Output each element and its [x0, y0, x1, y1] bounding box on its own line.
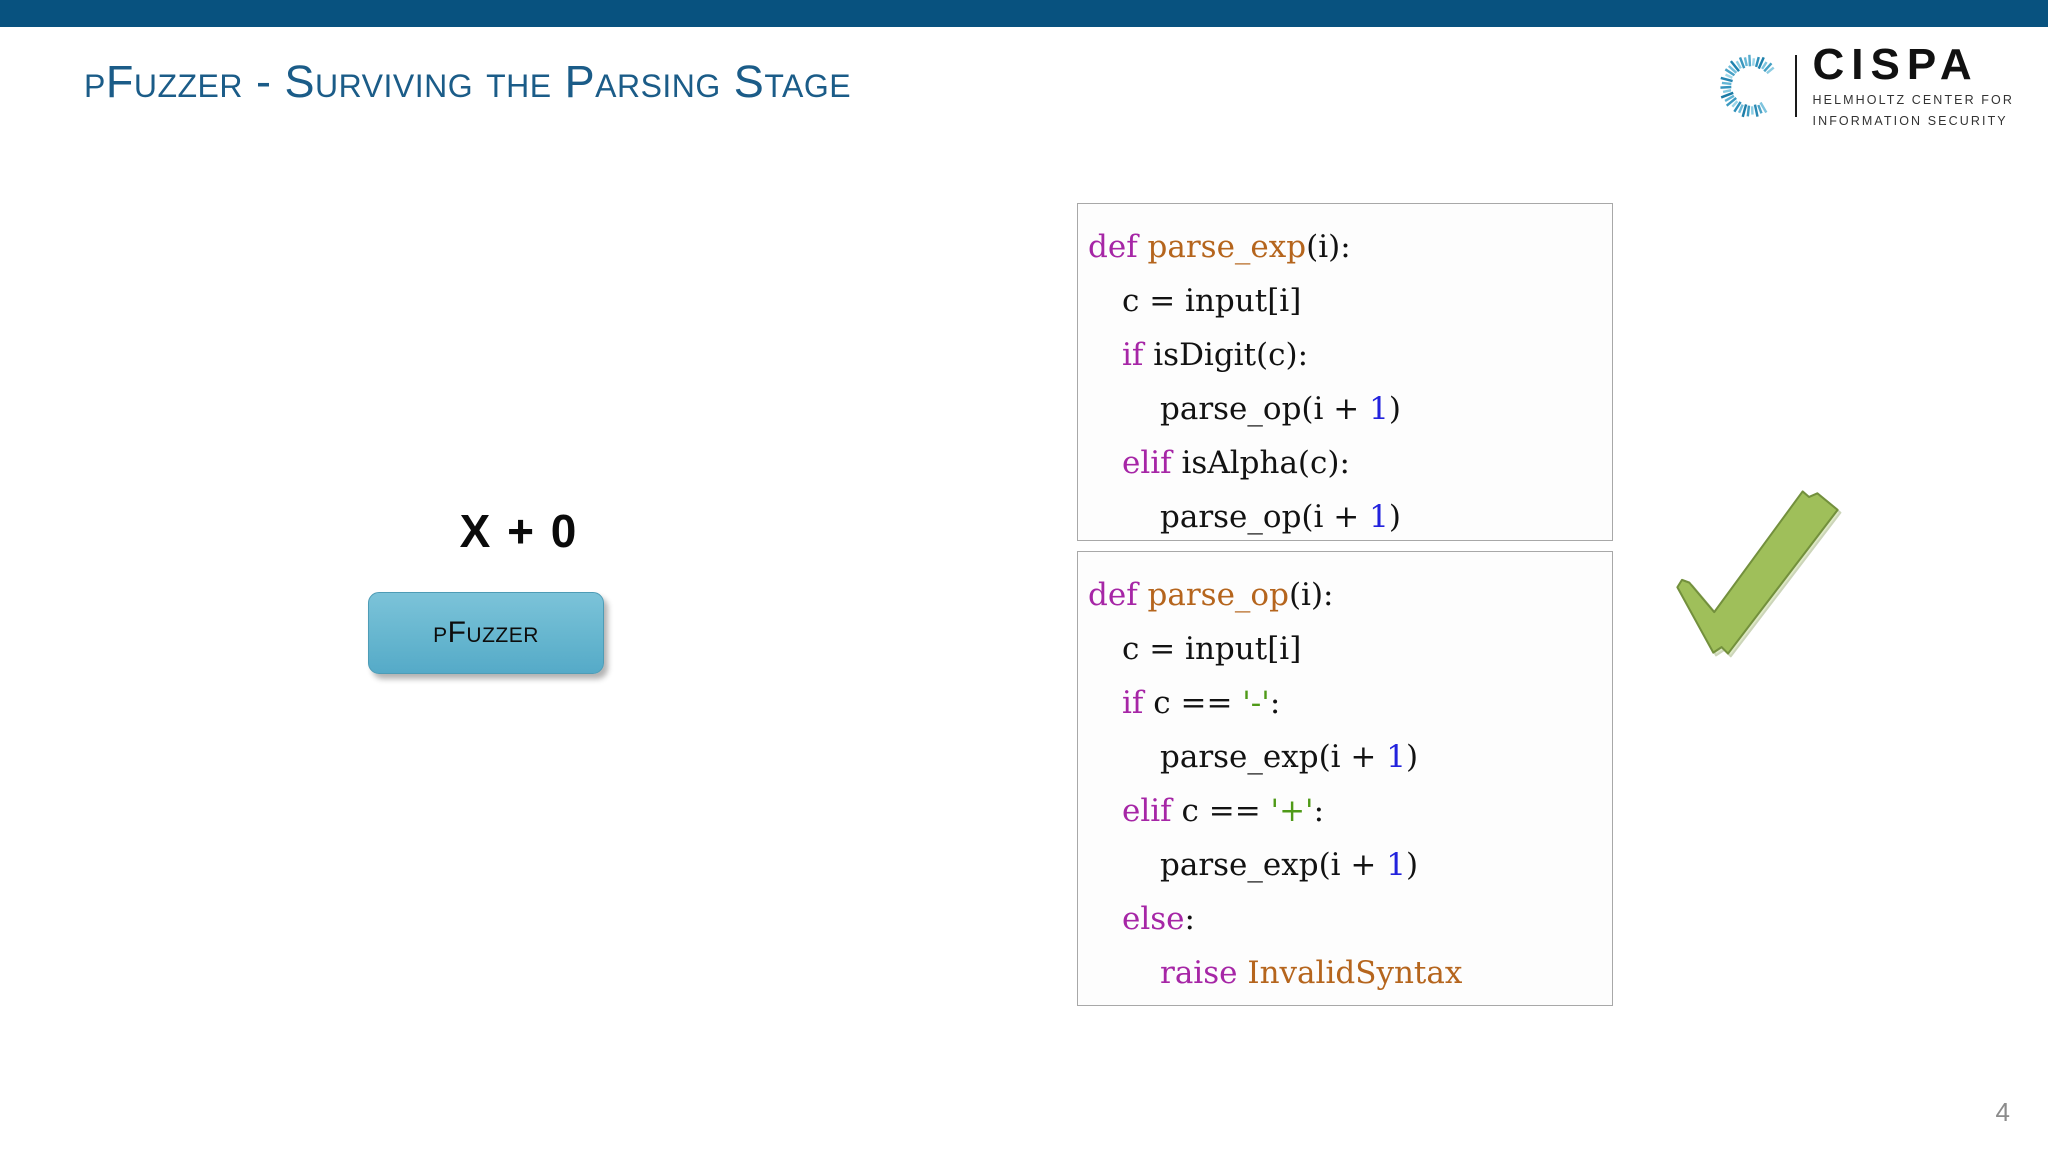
- pfuzzer-button[interactable]: pFuzzer: [368, 592, 604, 674]
- code-token-keyword: if: [1122, 337, 1154, 373]
- input-string: X + 0: [459, 505, 579, 557]
- page-title: pFuzzer - Surviving the Parsing Stage: [84, 56, 852, 107]
- logo-divider: [1794, 55, 1797, 117]
- code-line: c = input[i]: [1078, 274, 1612, 328]
- code-token-string: '-': [1242, 685, 1270, 721]
- code-line: if c == '-':: [1078, 676, 1612, 730]
- code-token-plain: parse_exp(i +: [1160, 739, 1387, 775]
- cispa-logo: CISPA HELMHOLTZ CENTER FOR INFORMATION S…: [1717, 43, 2015, 128]
- code-token-keyword: def: [1088, 577, 1148, 613]
- code-token-plain: ): [1406, 739, 1419, 775]
- code-token-keyword: elif: [1122, 793, 1182, 829]
- code-line: parse_op(i + 1): [1078, 382, 1612, 436]
- code-token-plain: (i):: [1306, 229, 1351, 265]
- top-accent-bar: [0, 0, 2048, 27]
- code-token-plain: c ==: [1153, 685, 1243, 721]
- code-token-number: 1: [1369, 391, 1389, 427]
- code-token-class: InvalidSyntax: [1247, 955, 1463, 991]
- code-token-keyword: elif: [1122, 445, 1182, 481]
- code-token-plain: c = input[i]: [1122, 631, 1302, 667]
- code-token-plain: parse_op(i +: [1160, 499, 1370, 535]
- code-token-plain: :: [1184, 901, 1195, 937]
- code-token-plain: :: [1313, 793, 1325, 829]
- code-line: def parse_op(i):: [1078, 568, 1612, 622]
- code-token-plain: :: [1269, 685, 1281, 721]
- code-token-plain: parse_exp(i +: [1160, 847, 1387, 883]
- cispa-ring-icon: [1719, 54, 1774, 118]
- code-token-plain: ): [1406, 847, 1419, 883]
- code-token-function: parse_exp: [1147, 229, 1307, 265]
- code-block-parse-op: def parse_op(i):c = input[i]if c == '-':…: [1077, 551, 1613, 1006]
- page-number: 4: [1995, 1097, 2010, 1127]
- code-block-parse-exp: def parse_exp(i):c = input[i]if isDigit(…: [1077, 203, 1613, 541]
- code-line: def parse_exp(i):: [1078, 220, 1612, 274]
- code-token-keyword: raise: [1160, 955, 1248, 991]
- code-token-plain: ): [1388, 391, 1401, 427]
- code-token-number: 1: [1386, 847, 1406, 883]
- logo-text: CISPA HELMHOLTZ CENTER FOR INFORMATION S…: [1813, 43, 2015, 129]
- code-token-number: 1: [1369, 499, 1389, 535]
- code-line: raise InvalidSyntax: [1078, 946, 1612, 1000]
- code-line: if isDigit(c):: [1078, 328, 1612, 382]
- code-token-plain: parse_op(i +: [1160, 391, 1370, 427]
- code-token-keyword: def: [1088, 229, 1148, 265]
- code-token-plain: c ==: [1181, 793, 1271, 829]
- code-token-plain: isDigit(c):: [1153, 337, 1309, 373]
- code-token-keyword: if: [1122, 685, 1154, 721]
- code-token-plain: c = input[i]: [1122, 283, 1302, 319]
- code-line: parse_exp(i + 1): [1078, 730, 1612, 784]
- logo-subtitle-line1: HELMHOLTZ CENTER FOR: [1812, 93, 2014, 107]
- code-token-keyword: else: [1122, 901, 1185, 937]
- green-checkmark-icon: [1676, 490, 1842, 658]
- code-line: parse_exp(i + 1): [1078, 838, 1612, 892]
- pfuzzer-button-label: pFuzzer: [433, 616, 539, 649]
- code-token-plain: ): [1388, 499, 1401, 535]
- code-line: elif isAlpha(c):: [1078, 436, 1612, 490]
- code-line: c = input[i]: [1078, 622, 1612, 676]
- code-line: parse_op(i + 1): [1078, 490, 1612, 544]
- logo-subtitle-line2: INFORMATION SECURITY: [1812, 114, 2008, 128]
- code-line: elif c == '+':: [1078, 784, 1612, 838]
- logo-wordmark: CISPA: [1812, 40, 1979, 89]
- code-token-function: parse_op: [1147, 577, 1289, 613]
- code-token-plain: (i):: [1288, 577, 1334, 613]
- code-token-plain: isAlpha(c):: [1181, 445, 1350, 481]
- code-token-string: '+': [1270, 793, 1314, 829]
- code-token-number: 1: [1386, 739, 1406, 775]
- code-line: else:: [1078, 892, 1612, 946]
